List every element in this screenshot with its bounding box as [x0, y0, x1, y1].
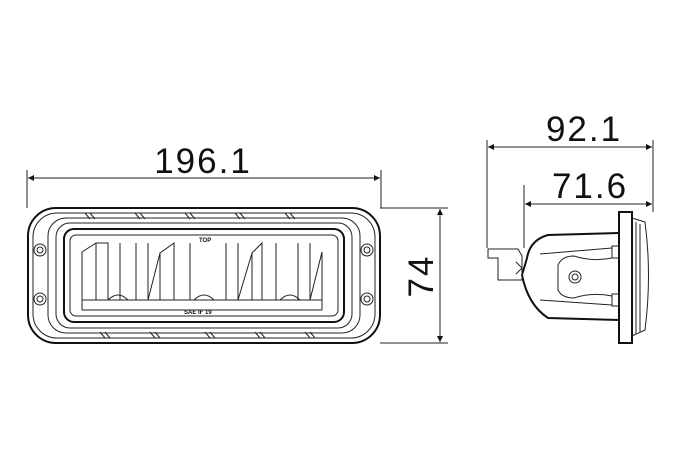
mounting-screw-icon — [33, 243, 374, 306]
retaining-clips — [84, 212, 316, 339]
lens-marking-top: TOP — [199, 238, 211, 244]
reflector-facets — [81, 241, 323, 311]
width-dimension: 196.1 — [26, 142, 382, 208]
body-depth-dimension: 71.6 — [523, 167, 652, 248]
front-view: TOP SAE IF 19 — [27, 207, 381, 344]
overall-depth-dimension: 92.1 — [486, 110, 654, 248]
side-view — [487, 211, 649, 344]
width-dimension-label: 196.1 — [154, 142, 252, 181]
height-dimension: 74 — [380, 207, 448, 344]
body-depth-label: 71.6 — [552, 167, 628, 206]
lens-marking-bottom: SAE IF 19 — [184, 310, 212, 316]
height-dimension-label: 74 — [402, 255, 441, 298]
overall-depth-label: 92.1 — [546, 110, 622, 149]
